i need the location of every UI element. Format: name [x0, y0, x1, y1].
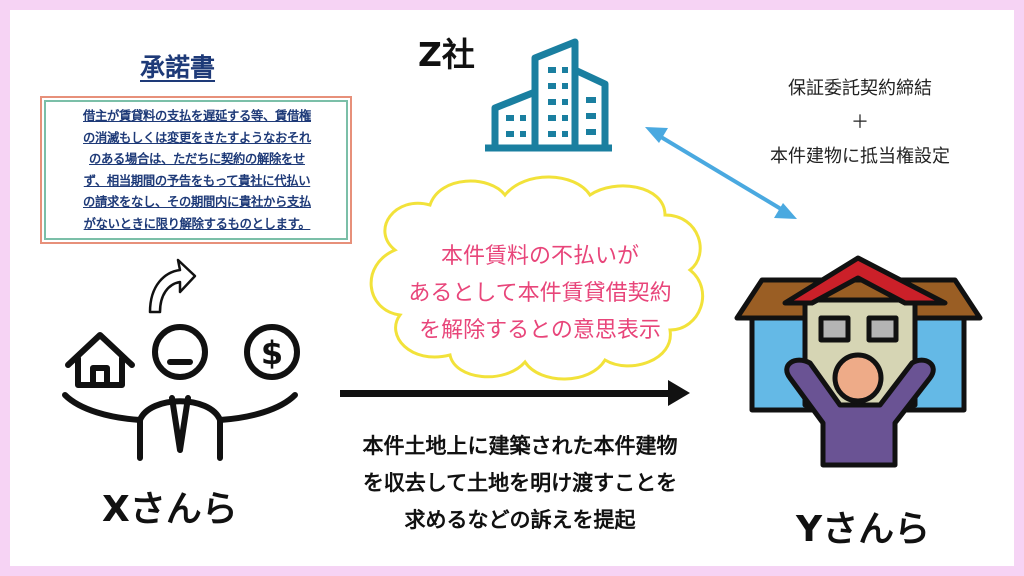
suit-text: 本件土地上に建築された本件建物 を収去して土地を明け渡すことを 求めるなどの訴え… — [300, 428, 740, 539]
y-house-person-icon — [734, 255, 983, 468]
curved-arrow-icon — [148, 258, 197, 314]
cloud-line: を解除するとの意思表示 — [419, 318, 661, 343]
suit-line: 本件土地上に建築された本件建物 — [362, 434, 678, 458]
guarantee-plus: ＋ — [851, 112, 869, 133]
cloud-text: 本件賃料の不払いが あるとして本件賃貸借契約 を解除するとの意思表示 — [375, 238, 705, 349]
suit-line: 求めるなどの訴えを提起 — [404, 508, 636, 532]
building-icon — [485, 38, 612, 152]
dollar-icon: $ — [261, 334, 283, 372]
z-company-label: Z社 — [418, 35, 475, 74]
guarantee-line: 保証委託契約締結 — [788, 78, 932, 99]
document-frame — [40, 96, 352, 244]
y-party-label: Yさんら — [796, 509, 931, 550]
guarantee-line: 本件建物に抵当権設定 — [770, 146, 950, 167]
document-line: の消滅もしくは変更をきたすようなおそれ — [83, 130, 311, 145]
x-party-label: Xさんら — [102, 489, 238, 530]
document-line: 借主が賃貸料の支払を遅延する等、賃借権 — [83, 109, 311, 123]
document-line: の請求をなし、その期間内に貴社から支払 — [83, 195, 311, 209]
document-line: ず、相当期間の予告をもって貴社に代払い — [83, 173, 311, 188]
guarantee-text: 保証委託契約締結 ＋ 本件建物に抵当権設定 — [740, 72, 980, 174]
main-arrow — [340, 380, 690, 406]
x-person-icon — [62, 324, 300, 461]
cloud-line: あるとして本件賃貸借契約 — [408, 281, 672, 306]
document-line: のある場合は、ただちに契約の解除をせ — [89, 152, 305, 166]
document-title: 承諾書 — [140, 53, 216, 82]
double-arrow — [645, 127, 797, 219]
document-line: がないときに限り解除するものとします。 — [83, 216, 311, 231]
suit-line: を収去して土地を明け渡すことを — [362, 471, 678, 495]
speech-cloud — [369, 175, 705, 381]
cloud-line: 本件賃料の不払いが — [440, 244, 639, 269]
document-text: 借主が賃貸料の支払を遅延する等、賃借権 の消滅もしくは変更をきたすようなおそれ … — [52, 106, 342, 235]
